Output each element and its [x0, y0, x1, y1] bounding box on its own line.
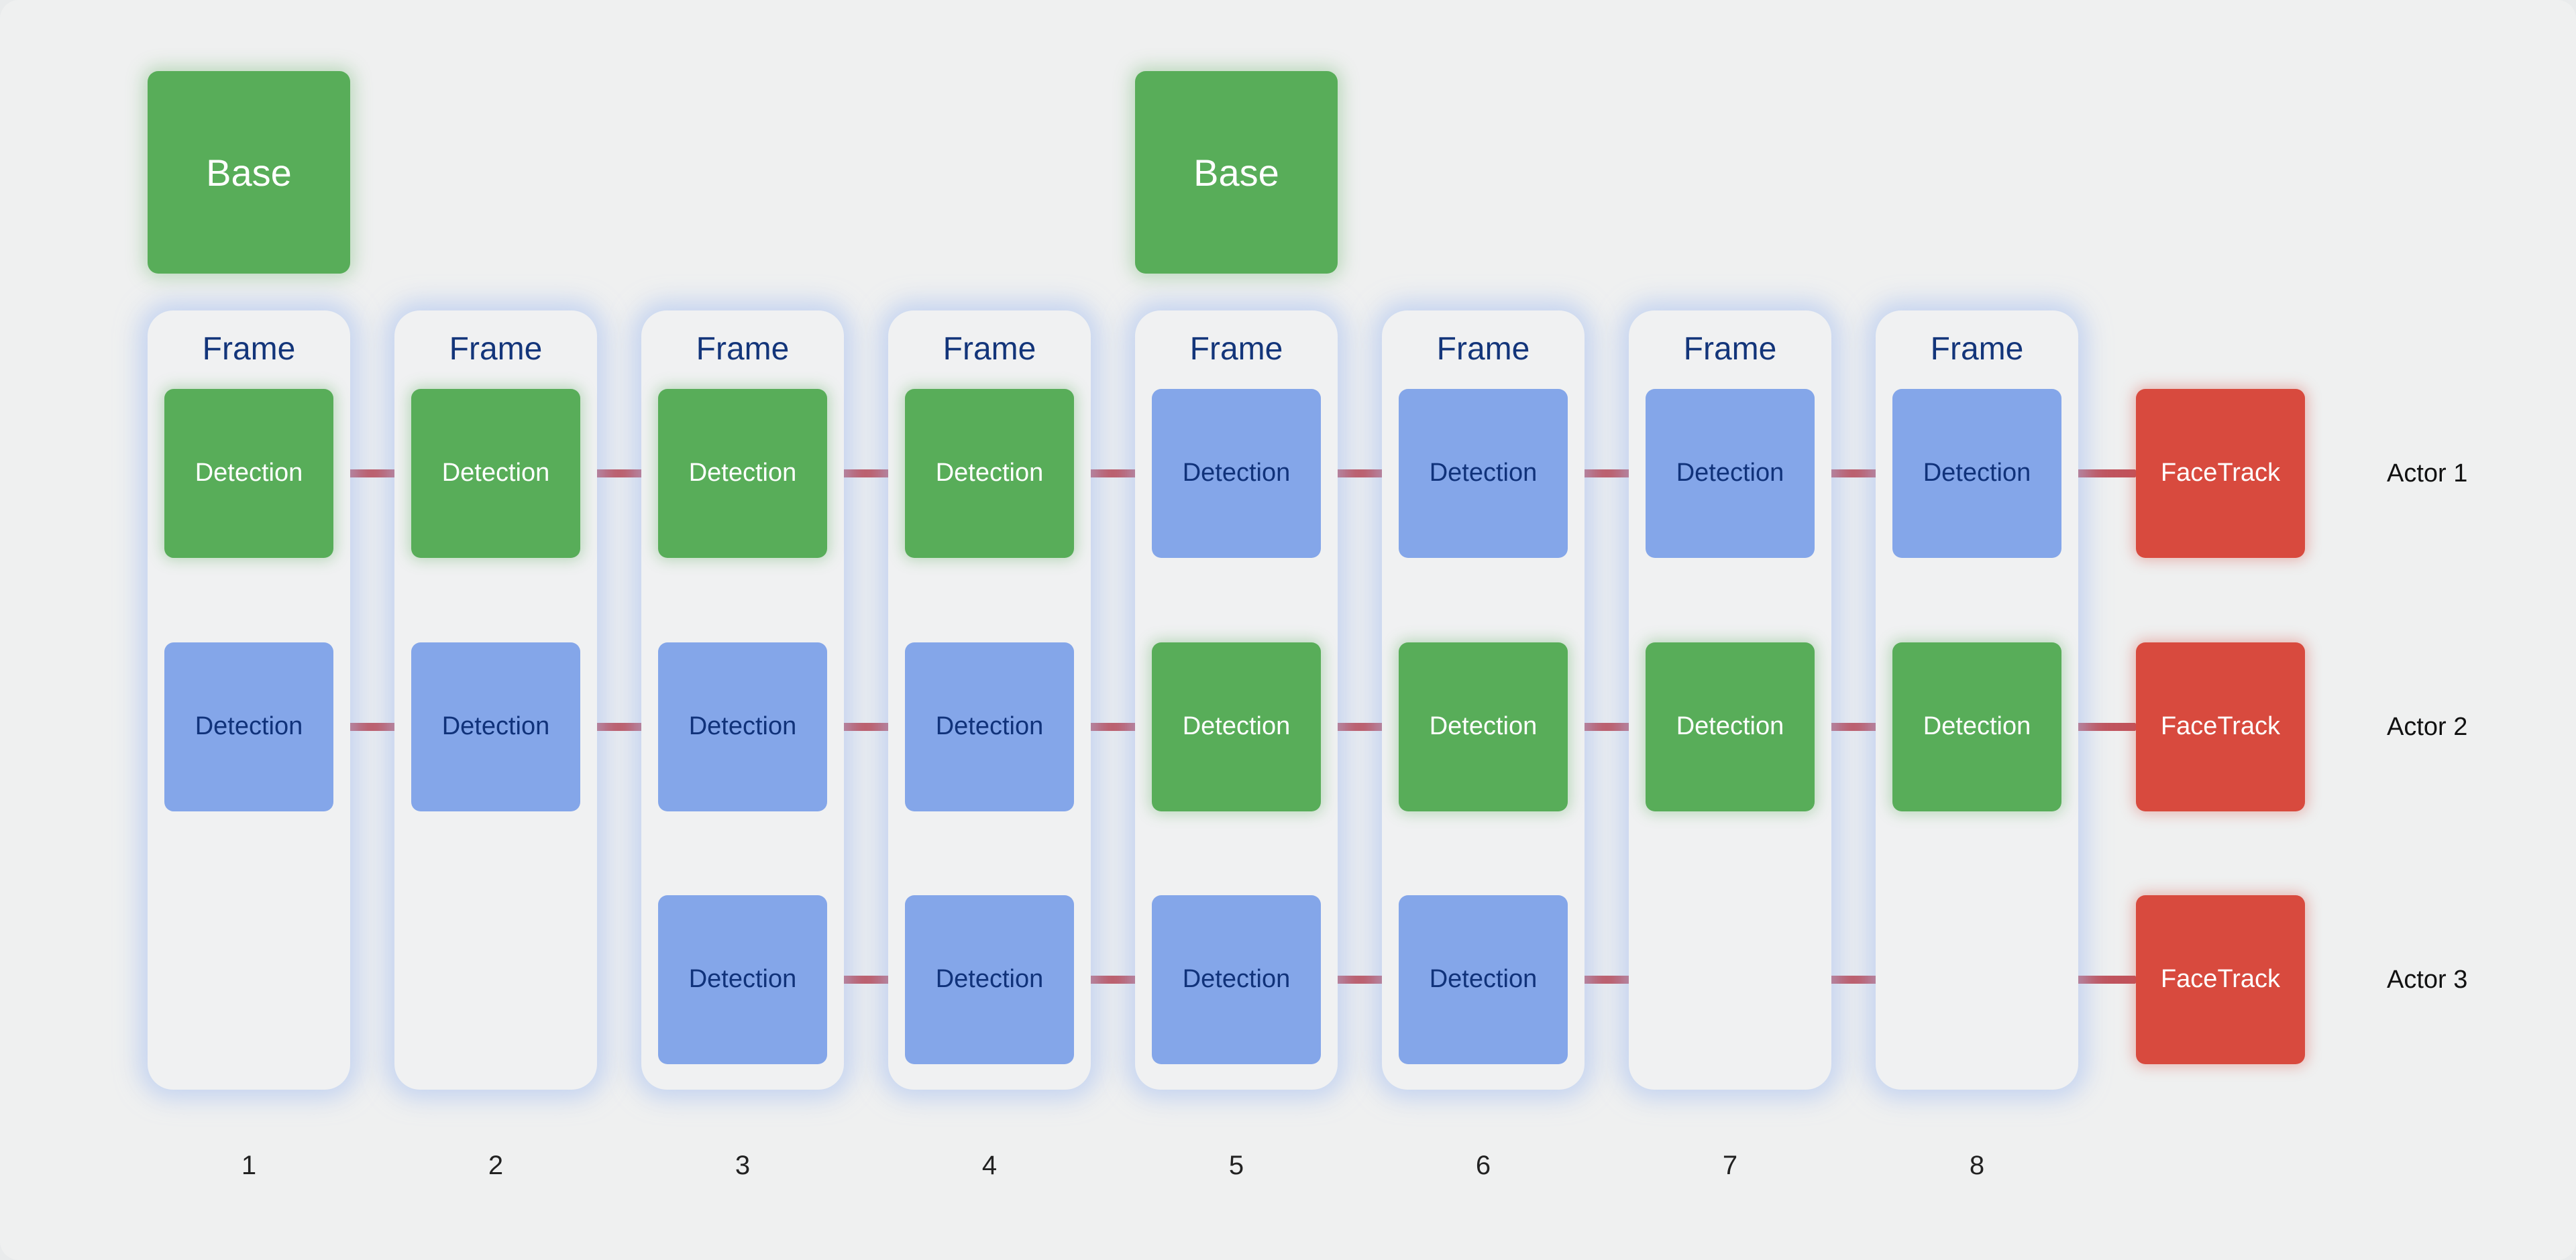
- frame-title: Frame: [1189, 331, 1283, 367]
- connector-line: [843, 469, 890, 477]
- detection-box: Detection: [1892, 389, 2061, 558]
- connector-line: [1830, 976, 1877, 984]
- base-keyframe-box: Base: [1135, 71, 1338, 274]
- connector-line: [1583, 976, 1630, 984]
- detection-box: Detection: [905, 642, 1074, 811]
- detection-box: Detection: [1646, 389, 1815, 558]
- connector-line: [2077, 723, 2136, 731]
- connector-line: [596, 723, 643, 731]
- detection-box: Detection: [1152, 895, 1321, 1064]
- connector-line: [1583, 469, 1630, 477]
- face-track-label-line2: Track: [2217, 459, 2281, 488]
- face-track-label-line2: Track: [2217, 712, 2281, 741]
- base-keyframe-box: Base: [148, 71, 350, 274]
- connector-line: [1089, 469, 1136, 477]
- detection-box: Detection: [411, 642, 580, 811]
- detection-box: Detection: [1399, 642, 1568, 811]
- frame-title: Frame: [449, 331, 543, 367]
- connector-line: [1336, 976, 1383, 984]
- frame-title: Frame: [1930, 331, 2024, 367]
- actor-label: Actor 3: [2387, 966, 2468, 994]
- connector-line: [843, 723, 890, 731]
- face-track-label-line1: Face: [2160, 459, 2218, 488]
- face-track-label-line1: Face: [2160, 965, 2218, 994]
- connector-line: [349, 469, 396, 477]
- detection-box: Detection: [411, 389, 580, 558]
- detection-box: Detection: [1646, 642, 1815, 811]
- connector-line: [1830, 469, 1877, 477]
- detection-box: Detection: [658, 642, 827, 811]
- face-track-label-line2: Track: [2217, 965, 2281, 994]
- detection-box: Detection: [1399, 895, 1568, 1064]
- frame-number: 2: [488, 1151, 504, 1180]
- detection-box: Detection: [905, 389, 1074, 558]
- connector-line: [1336, 723, 1383, 731]
- frame-title: Frame: [943, 331, 1036, 367]
- frame-title: Frame: [696, 331, 790, 367]
- connector-line: [596, 469, 643, 477]
- detection-box: Detection: [164, 389, 333, 558]
- connector-line: [1089, 723, 1136, 731]
- actor-label: Actor 2: [2387, 713, 2468, 741]
- frame-number: 4: [981, 1151, 998, 1180]
- frame-number: 7: [1722, 1151, 1738, 1180]
- detection-box: Detection: [1152, 642, 1321, 811]
- detection-box: Detection: [658, 895, 827, 1064]
- connector-line: [1089, 976, 1136, 984]
- face-track-label-line1: Face: [2160, 712, 2218, 741]
- connector-line: [2077, 469, 2136, 477]
- connector-line: [1830, 723, 1877, 731]
- detection-box: Detection: [658, 389, 827, 558]
- detection-box: Detection: [164, 642, 333, 811]
- actor-label: Actor 1: [2387, 459, 2468, 488]
- frame-title: Frame: [202, 331, 296, 367]
- detection-box: Detection: [1399, 389, 1568, 558]
- connector-line: [2077, 976, 2136, 984]
- frame-title: Frame: [1436, 331, 1530, 367]
- frame-number: 8: [1969, 1151, 1985, 1180]
- frame-number: 6: [1475, 1151, 1491, 1180]
- connector-line: [843, 976, 890, 984]
- detection-box: Detection: [905, 895, 1074, 1064]
- frame-number: 5: [1228, 1151, 1244, 1180]
- connector-line: [1583, 723, 1630, 731]
- frame-number: 3: [735, 1151, 751, 1180]
- frame-title: Frame: [1683, 331, 1777, 367]
- detection-box: Detection: [1152, 389, 1321, 558]
- frame-number: 1: [241, 1151, 257, 1180]
- detection-box: Detection: [1892, 642, 2061, 811]
- connector-line: [349, 723, 396, 731]
- connector-line: [1336, 469, 1383, 477]
